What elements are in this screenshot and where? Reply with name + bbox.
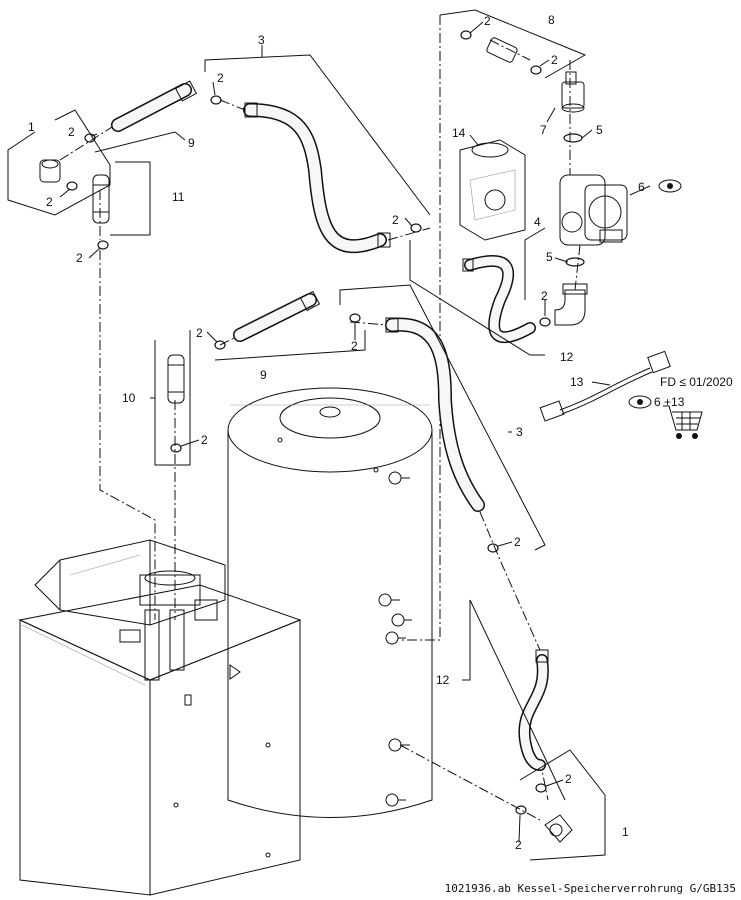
storage-tank [227,387,433,818]
gaskets [66,30,585,815]
callout-2: 2 [514,535,521,549]
pipe-9-lower [233,290,321,342]
callout-12: 12 [560,350,574,364]
boiler-unit [18,539,302,896]
pipe-3-upper [243,102,391,254]
callout-6: 6 [638,180,645,194]
callout-1: 1 [28,120,35,134]
callout-labels: 1 1 3 3 4 5 5 6 7 8 9 9 10 11 12 12 13 1… [28,13,645,852]
assembly-lines [59,15,581,821]
filter-10 [167,354,185,404]
callout-7: 7 [540,123,547,137]
pipe-12-lower [518,649,549,771]
pipe-9-upper [111,80,198,132]
eye-icon [628,395,652,409]
leader-lines [7,9,651,861]
drawing-caption: 1021936.ab Kessel-Speicherverrohrung G/G… [445,882,736,895]
pump-6 [559,174,628,246]
callout-8: 8 [548,13,555,27]
filter-11 [92,174,110,224]
callout-2: 2 [196,326,203,340]
nipple-8 [486,37,518,63]
callout-2: 2 [46,195,53,209]
valve-7 [561,71,585,113]
cable-13 [539,350,671,422]
pipe-12-flexible [462,254,536,344]
pipe-3-lower [385,317,485,512]
callout-2: 2 [515,838,522,852]
callout-5: 5 [596,123,603,137]
callout-4: 4 [534,215,541,229]
callout-3: 3 [258,33,265,47]
callout-13: 13 [570,375,584,389]
housing-14 [459,139,526,241]
callout-1: 1 [622,825,629,839]
callout-11: 11 [172,190,185,204]
callout-2: 2 [217,71,224,85]
callout-2: 2 [68,125,75,139]
reference-note: 6 +13 [654,395,685,409]
callout-2: 2 [551,53,558,67]
version-note: FD ≤ 01/2020 [660,375,733,389]
cart-icon [663,405,703,439]
callout-2: 2 [484,14,491,28]
callout-9: 9 [188,136,195,150]
elbow-fitting-bottom-right [544,814,573,843]
callout-9: 9 [260,368,267,382]
callout-2: 2 [565,772,572,786]
callout-10: 10 [122,391,136,405]
callout-2: 2 [76,251,83,265]
callout-12: 12 [436,673,450,687]
elbow-4 [554,283,588,326]
eye-icon [658,179,682,193]
callout-2: 2 [392,213,399,227]
callout-14: 14 [452,126,466,140]
callout-2: 2 [351,339,358,353]
callout-5: 5 [546,250,553,264]
callout-2: 2 [201,433,208,447]
elbow-fitting-top-left [39,159,61,183]
callout-2: 2 [541,289,548,303]
callout-3: 3 [516,425,523,439]
